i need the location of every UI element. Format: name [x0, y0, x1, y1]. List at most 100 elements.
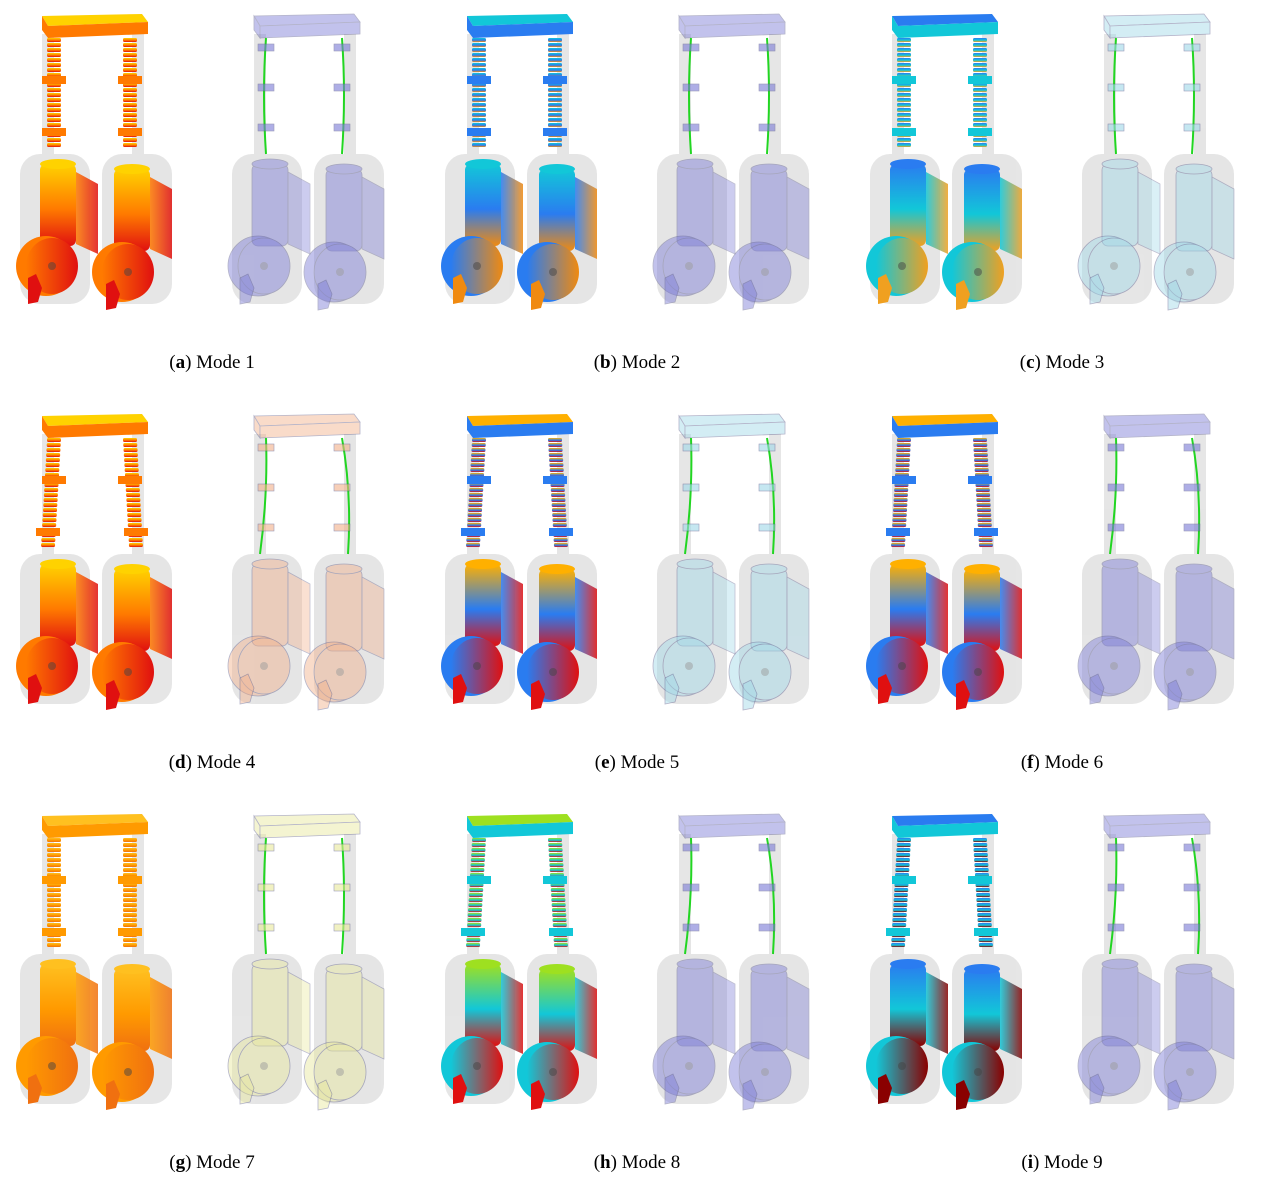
- panel-letter: b: [600, 352, 611, 373]
- top-frame: [42, 414, 148, 438]
- foot-pedal: [1089, 673, 1105, 705]
- cylinder: [1175, 963, 1235, 1060]
- foot-pedal: [453, 274, 467, 304]
- mode-shape-pair: [0, 400, 424, 730]
- cylinder: [890, 559, 948, 654]
- foot-pedal: [531, 1080, 545, 1110]
- cylinder: [750, 163, 810, 260]
- foot-pedal: [453, 1074, 467, 1104]
- foot-pedal: [1089, 1073, 1105, 1105]
- foot-pedal: [878, 1074, 892, 1104]
- figure-panel-h: (h) Mode 8: [425, 800, 849, 1195]
- cylinder: [539, 164, 597, 259]
- mode-shape-colored: [852, 804, 1052, 1124]
- cylinder: [676, 558, 736, 655]
- mode-shape-transparent: [214, 4, 414, 324]
- panel-caption-text: Mode 3: [1045, 352, 1105, 373]
- cylinder: [539, 964, 597, 1059]
- panel-letter: e: [601, 752, 610, 773]
- mode-shape-pair: [425, 400, 849, 730]
- panel-caption-text: Mode 5: [620, 752, 680, 773]
- cylinder: [251, 958, 311, 1055]
- figure-panel-i: (i) Mode 9: [850, 800, 1274, 1195]
- mode-shape-pair: [425, 800, 849, 1130]
- figure-panel-a: (a) Mode 1: [0, 0, 424, 395]
- wheel: [866, 1036, 928, 1096]
- foot-pedal: [956, 680, 970, 710]
- cylinder: [465, 959, 523, 1054]
- figure-panel-g: (g) Mode 7: [0, 800, 424, 1195]
- wheel: [517, 242, 579, 302]
- mode-shape-transparent: [1064, 4, 1264, 324]
- panel-caption: (i) Mode 9: [1021, 1152, 1103, 1173]
- top-frame: [678, 813, 786, 840]
- wheel: [1077, 635, 1141, 697]
- mode-shape-transparent: [639, 404, 839, 724]
- mode-shape-colored: [427, 404, 627, 724]
- foot-pedal: [1167, 679, 1183, 711]
- wheel: [517, 642, 579, 702]
- top-frame: [467, 14, 573, 38]
- foot-pedal: [664, 273, 680, 305]
- top-frame: [253, 813, 361, 840]
- top-frame: [1103, 13, 1211, 40]
- panel-caption: (g) Mode 7: [169, 1152, 255, 1173]
- wheel: [16, 236, 78, 296]
- wheel: [16, 1036, 78, 1096]
- cylinder: [251, 158, 311, 255]
- foot-pedal: [664, 1073, 680, 1105]
- mode-shape-pair: [850, 400, 1274, 730]
- foot-pedal: [106, 280, 120, 310]
- mode-shape-colored: [2, 4, 202, 324]
- wheel: [441, 236, 503, 296]
- spring-line: [341, 37, 345, 155]
- mode-shape-colored: [852, 4, 1052, 324]
- foot-pedal: [742, 679, 758, 711]
- foot-pedal: [1089, 273, 1105, 305]
- mode-shape-colored: [2, 404, 202, 724]
- foot-pedal: [317, 279, 333, 311]
- panel-letter: g: [175, 1152, 186, 1173]
- wheel: [942, 642, 1004, 702]
- foot-pedal: [239, 273, 255, 305]
- foot-pedal: [28, 674, 42, 704]
- wheel: [441, 636, 503, 696]
- top-frame: [467, 814, 573, 838]
- wheel: [1153, 241, 1217, 303]
- cylinder: [1101, 958, 1161, 1055]
- panel-caption-text: Mode 7: [196, 1152, 255, 1173]
- foot-pedal: [742, 1079, 758, 1111]
- wheel: [942, 242, 1004, 302]
- top-frame: [42, 814, 148, 838]
- wheel: [92, 1042, 154, 1102]
- foot-pedal: [531, 680, 545, 710]
- foot-pedal: [742, 279, 758, 311]
- foot-pedal: [28, 1074, 42, 1104]
- foot-pedal: [878, 274, 892, 304]
- mode-shape-pair: [425, 0, 849, 330]
- wheel: [866, 636, 928, 696]
- wheel: [728, 241, 792, 303]
- cylinder: [676, 958, 736, 1055]
- foot-pedal: [956, 1080, 970, 1110]
- figure-panel-e: (e) Mode 5: [425, 400, 849, 795]
- wheel: [227, 1035, 291, 1097]
- foot-pedal: [28, 274, 42, 304]
- wheel: [866, 236, 928, 296]
- wheel: [652, 235, 716, 297]
- cylinder: [114, 564, 172, 659]
- spring-line: [766, 37, 770, 155]
- foot-pedal: [106, 680, 120, 710]
- top-frame: [467, 414, 573, 438]
- mode-shape-transparent: [214, 404, 414, 724]
- cylinder: [114, 164, 172, 259]
- cylinder: [40, 559, 98, 654]
- panel-letter: d: [175, 752, 186, 773]
- mode-shape-transparent: [1064, 804, 1264, 1124]
- top-frame: [892, 414, 998, 438]
- cylinder: [890, 159, 948, 254]
- wheel: [303, 1041, 367, 1103]
- top-frame: [678, 413, 786, 440]
- panel-caption: (a) Mode 1: [169, 352, 255, 373]
- figure-panel-f: (f) Mode 6: [850, 400, 1274, 795]
